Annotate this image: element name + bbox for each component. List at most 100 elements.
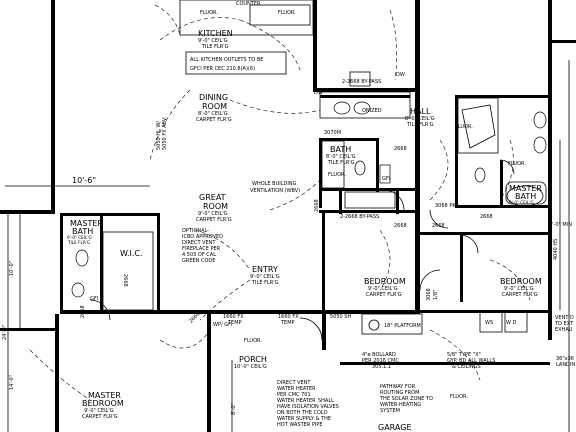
- hall-floor: TILE FLR'G: [406, 122, 434, 128]
- dw-label-1: DW: [396, 72, 405, 78]
- door-3068-pkt: 3068 PKT: [435, 203, 459, 209]
- pathway-note-3: THE SOLAR ZONE TO: [379, 396, 433, 402]
- fluor-label-kitchen-1: FLUOR.: [200, 10, 218, 16]
- dim-2668-wic: 2668: [122, 274, 128, 287]
- dim-24-0: 24'-0": [2, 325, 8, 340]
- entry-floor: TILE FLR'G: [251, 280, 279, 286]
- bedroom-center-floor: CARPET FLR'G: [366, 292, 402, 298]
- door-2668-hall: 2668: [394, 223, 407, 229]
- water-heater-note-4: WATER HEATER: [277, 398, 316, 404]
- wbv-note-2: VENTILATION (WBV): [250, 188, 300, 194]
- kitchen-name: KITCHEN: [198, 29, 233, 38]
- door-2668-right: 2668: [432, 223, 445, 229]
- landing-note-2: LANDIN: [556, 362, 575, 368]
- dw-label-2: DW: [314, 90, 323, 96]
- slide-window-label: 5050 SH: [330, 314, 351, 320]
- door-2668-bypass-bath: 2-2668 BY-PASS: [340, 214, 379, 220]
- master-bath-left-name-1: MASTER: [70, 219, 103, 228]
- gfi-label-mbath: GFI: [90, 296, 98, 302]
- pathway-note-1: PATHWAY FOR: [380, 384, 416, 390]
- master-bath-right-ceiling: 8'-0" CEIL'G: [509, 200, 534, 205]
- door-2668-bypass-top: 2-2668 BY-PASS: [342, 79, 381, 85]
- fixtures: [71, 0, 547, 335]
- bollard-note-2: PER 2016 CMC: [362, 358, 399, 364]
- kitchen-outlets-note-1: ALL KITCHEN OUTLETS TO BE: [190, 57, 263, 63]
- bedroom-right-floor: CARPET FLR'G: [502, 292, 538, 298]
- vent-note-3: EXHAU: [555, 327, 573, 333]
- water-heater-note-9: HOT WASTER PIPE: [277, 422, 323, 428]
- porch-name: PORCH: [239, 355, 267, 364]
- great-room-floor: CARPET FLR'G: [196, 217, 232, 223]
- onized-label: ONIZED: [362, 108, 382, 114]
- typex-note-1: 5/8" TYPE "X": [447, 352, 481, 358]
- kitchen-outlets-note-2: GFCI PER CEC 210.8(A)(6): [190, 66, 255, 72]
- bedroom-right-name: BEDROOM: [500, 277, 542, 286]
- wic-name: W.I.C.: [120, 249, 143, 258]
- bollard-note-3: 305.1.1: [372, 364, 391, 370]
- fireplace-note-2: ICBO APPROVED: [182, 234, 223, 240]
- great-room-name-2: ROOM: [203, 202, 228, 211]
- dining-name-1: DINING: [199, 93, 228, 102]
- platform-note: 18" PLATFORM: [384, 323, 421, 329]
- bath-ceiling: 8'-0" CEIL'G: [326, 154, 356, 160]
- typex-note-3: & CEILINGS: [452, 364, 481, 370]
- hall-ceiling: 8'-0" CEIL'G: [405, 116, 435, 122]
- fluor-mbath: FLUOR.: [508, 161, 526, 167]
- dim-14-0: 14'-0": [9, 375, 15, 390]
- bedroom-center-ceiling: 9'-0" CEIL'G: [368, 286, 398, 292]
- fireplace-note-4: FIREPLACE PER: [182, 246, 221, 252]
- master-bath-left-floor: TILE FLR'G: [67, 240, 90, 245]
- fluor-entry: FLUOR.: [244, 338, 262, 344]
- door-2668-mbath: 2668: [480, 214, 493, 220]
- dim-8-0: 8'-0": [231, 403, 237, 415]
- temp-left: TEMP: [227, 320, 242, 326]
- water-heater-note-3: PER CMC 701: [277, 392, 311, 398]
- master-bedroom-floor: CARPET FLR'G: [82, 414, 118, 420]
- bedroom-center-name: BEDROOM: [364, 277, 406, 286]
- wbv-note-1: WHOLE BUILDING: [252, 181, 297, 187]
- fireplace-note-5: 4.503 OF CAL: [182, 252, 216, 258]
- fireplace-note-1: OPTIONAL-: [182, 228, 209, 234]
- ceiling-note-2: 5050 FX ABV.: [162, 116, 168, 150]
- master-bath-left-ceiling: 9'-0" CEIL'G: [67, 235, 92, 240]
- master-bedroom-ceiling: 9'-0" CEIL'G: [84, 408, 114, 414]
- water-heater-note-1: DIRECT VENT: [277, 380, 311, 386]
- water-heater-note-6: HAVE ISOLATION VALVES: [277, 404, 339, 410]
- gfi-label-bath: GFI: [382, 176, 390, 182]
- dining-floor: CARPET FLR'G: [196, 117, 232, 123]
- ws-label: WS: [485, 320, 493, 326]
- fluor-label-kitchen-2: FLUOR.: [278, 10, 296, 16]
- dim-1-8: 1/8": [433, 290, 439, 300]
- temp-right: TEMP: [280, 320, 295, 326]
- fluor-hall: FLUOR.: [455, 124, 473, 130]
- fluor-bath: FLUOR.: [328, 172, 346, 178]
- entry-name: ENTRY: [252, 265, 278, 274]
- water-heater-note-7: ON BOTH THE COLD: [277, 410, 328, 416]
- typex-note-2: GYP. BD ALL WALLS: [447, 358, 495, 364]
- dimension-lines: [5, 60, 570, 432]
- fireplace-note-3: DIRECT VENT: [182, 240, 216, 246]
- fireplace-note-6: GREEN CODE: [182, 258, 215, 264]
- master-bath-left-name-2: BATH: [72, 227, 93, 236]
- dim-10-0: 10'-0": [9, 261, 15, 276]
- water-heater-note-5: SHALL: [318, 398, 334, 404]
- dim-3068-bed: 3068: [426, 288, 432, 301]
- bedroom-right-ceiling: 9'-0" CEIL'G: [504, 286, 534, 292]
- vent-note-2: TO EXT: [554, 321, 574, 327]
- hall-name: HALL: [410, 107, 431, 116]
- garage-name: GARAGE: [378, 423, 412, 432]
- ceiling-note-1: 5050 HL W/: [156, 121, 162, 150]
- bath-name: BATH: [330, 145, 351, 154]
- kitchen-floor: TILE FLR'G: [201, 44, 229, 50]
- pathway-note-2: ROUTING FROM: [380, 390, 419, 396]
- doors: [89, 159, 515, 341]
- master-bath-right-name-2: BATH: [515, 192, 536, 201]
- vent-note-1: VENT D: [555, 315, 574, 321]
- great-room-ceiling: 9'-0" CEIL'G: [198, 211, 228, 217]
- door-2668-bath: 2668: [394, 146, 407, 152]
- water-heater-note-8: WATER SUPPLY & THE: [277, 416, 331, 422]
- kitchen-ceiling: 9'-0" CEIL'G: [198, 38, 228, 44]
- fluor-garage: FLUOR.: [450, 394, 468, 400]
- bollard-note-1: 4"ø BOLLARD: [362, 352, 396, 358]
